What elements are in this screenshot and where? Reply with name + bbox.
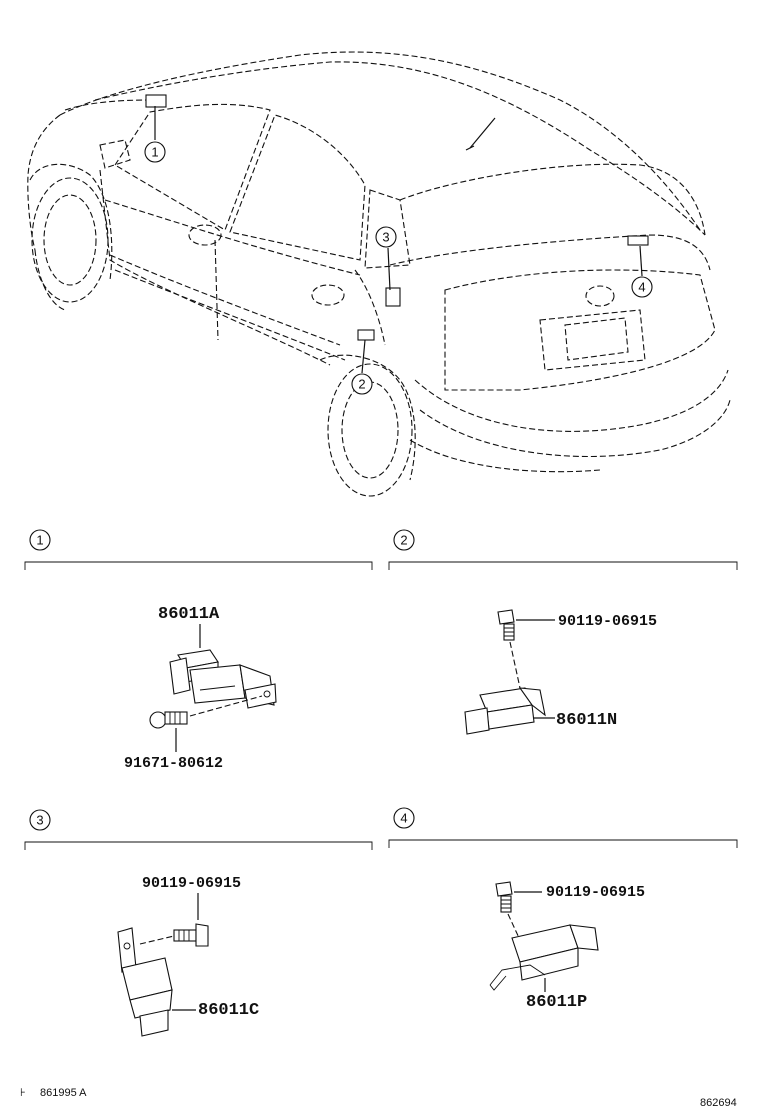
svg-text:4: 4	[400, 811, 407, 826]
sensor-86011a-drawing	[169, 649, 277, 709]
svg-text:1: 1	[151, 145, 158, 160]
svg-text:1: 1	[36, 533, 43, 548]
section-1-callout	[29, 529, 51, 551]
svg-text:2: 2	[358, 377, 365, 392]
section-4-callout	[393, 807, 415, 829]
section-2-callout	[393, 529, 415, 551]
footer-left-mark: ⊦	[20, 1087, 26, 1099]
section-1: 1 86011A 91671-80612	[24, 529, 373, 772]
overview-callout-4: 4	[631, 276, 653, 298]
overview-callout-3: 3	[375, 226, 397, 248]
footer-left-code: 861995 A	[40, 1087, 87, 1099]
sensor-86011c-drawing	[117, 927, 173, 1037]
svg-text:3: 3	[36, 813, 43, 828]
part-number-90119-06915-sec2: 90119-06915	[558, 613, 657, 630]
car-overview-illustration	[27, 51, 731, 497]
overview-callout-2: 2	[351, 373, 373, 395]
part-number-86011c: 86011C	[198, 1001, 259, 1020]
bolt-90119-06915-sec2-drawing	[497, 609, 515, 641]
part-number-91671-80612: 91671-80612	[124, 755, 223, 772]
part-number-86011a: 86011A	[158, 605, 220, 624]
footer-right-code: 862694	[700, 1097, 737, 1109]
overview-callout-1: 1	[144, 141, 166, 163]
part-number-90119-06915-sec3: 90119-06915	[142, 875, 241, 892]
part-number-86011n: 86011N	[556, 711, 617, 730]
section-2: 2 90119-06915 86011N	[388, 529, 738, 735]
part-number-86011p: 86011P	[526, 993, 587, 1012]
svg-text:3: 3	[382, 230, 389, 245]
sensor-86011n-drawing	[464, 687, 546, 735]
section-3-callout	[29, 809, 51, 831]
section-4: 4 90119-06915 86011P	[388, 807, 738, 1012]
bolt-90119-06915-sec4-drawing	[495, 881, 513, 913]
sensor-86011p-drawing	[489, 924, 599, 991]
bolt-90119-06915-sec3-drawing	[139, 923, 209, 947]
part-number-90119-06915-sec4: 90119-06915	[546, 884, 645, 901]
svg-text:2: 2	[400, 533, 407, 548]
section-3: 3 90119-06915 86011C	[24, 809, 373, 1037]
bolt-91671-80612-drawing	[149, 695, 263, 729]
svg-text:4: 4	[638, 280, 645, 295]
